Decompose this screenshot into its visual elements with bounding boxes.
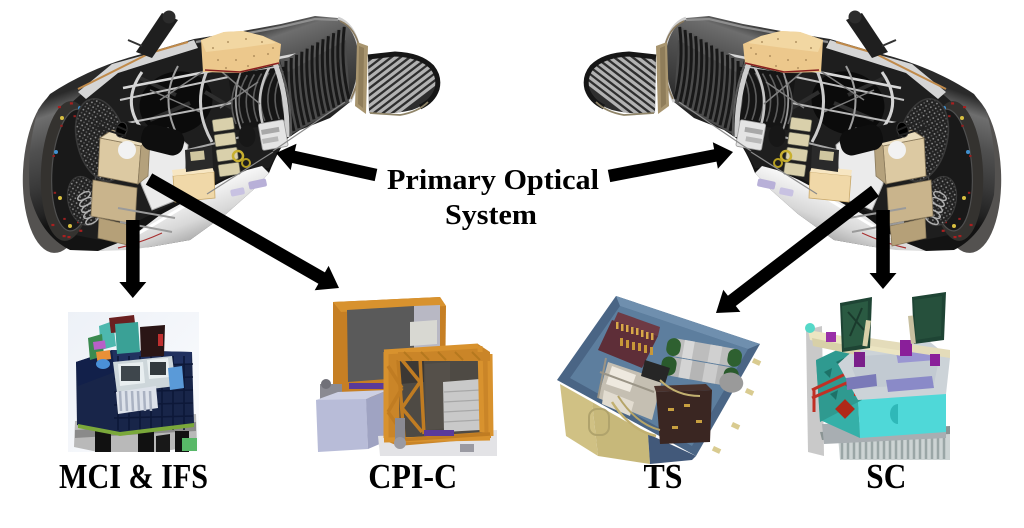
svg-text:SC: SC [866,457,906,496]
svg-text:MCI & IFS: MCI & IFS [59,457,208,496]
svg-text:Primary Optical: Primary Optical [387,164,599,196]
svg-text:CPI-C: CPI-C [368,457,457,496]
svg-text:System: System [445,199,537,231]
svg-text:TS: TS [644,457,683,496]
